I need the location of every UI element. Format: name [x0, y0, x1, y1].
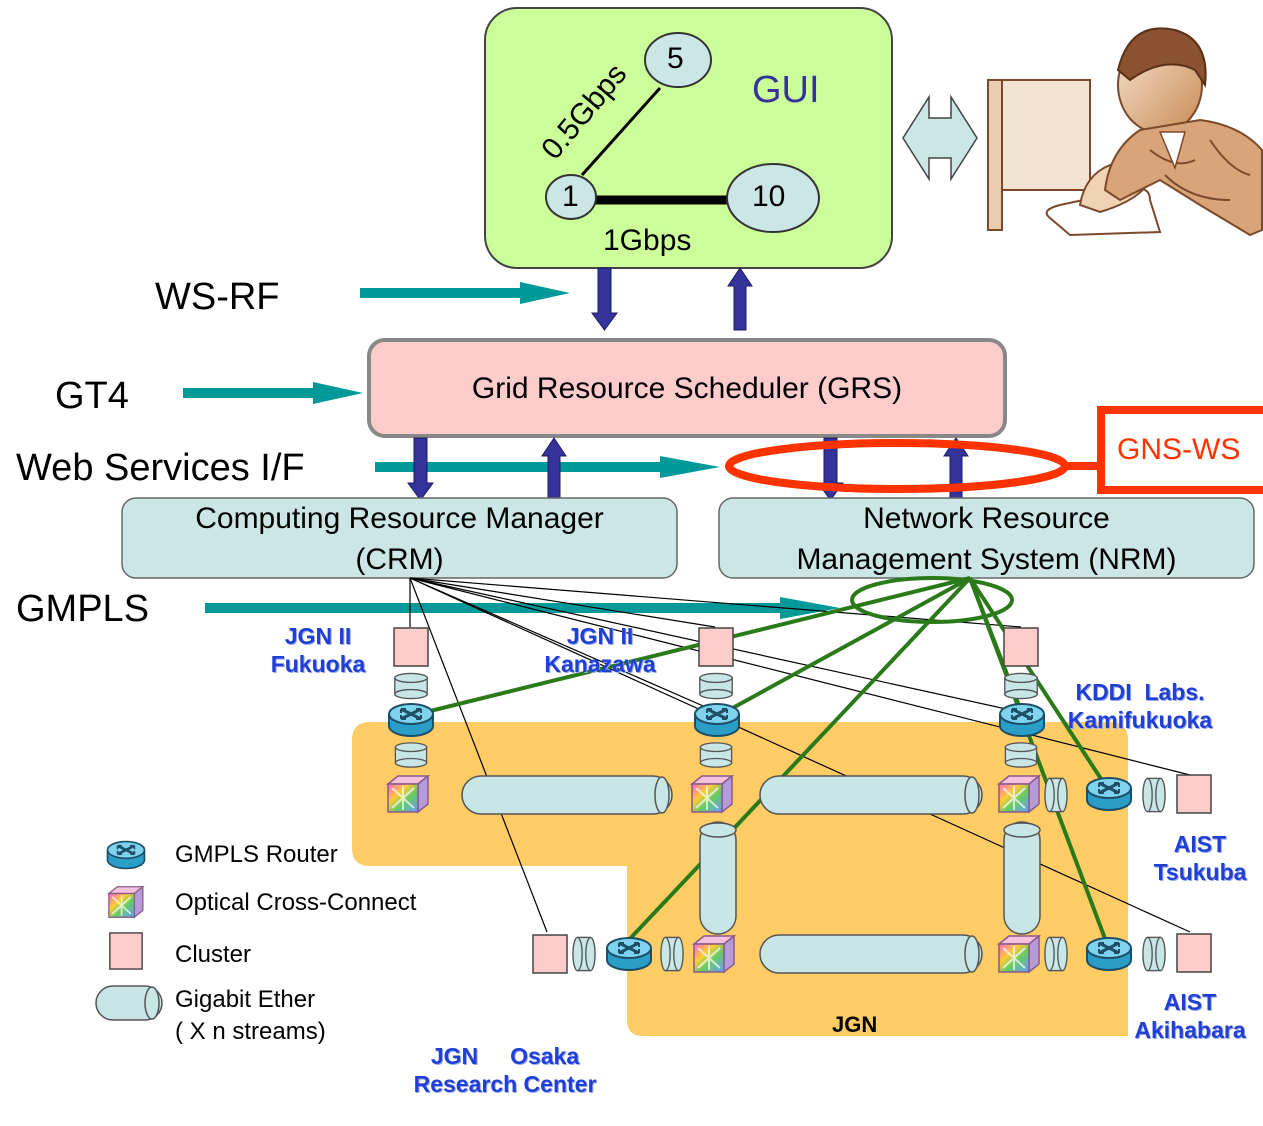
- link-label-1gbps: 1Gbps: [603, 224, 692, 257]
- legend-cluster-label: Cluster: [175, 941, 252, 968]
- nrm-label-line2: Management System (NRM): [796, 543, 1177, 576]
- cluster-kddi: [1003, 627, 1039, 667]
- ether-kddi-top: [1004, 672, 1038, 700]
- vertical-links: [699, 821, 1041, 935]
- legend-icons: [95, 840, 163, 1021]
- oxc-akihabara: [998, 935, 1040, 973]
- gui-node-10: [726, 163, 820, 233]
- crm-label-line2: (CRM): [355, 543, 444, 576]
- gui-node-1-label: 1: [562, 180, 579, 213]
- ether-kddi-bottom: [1004, 742, 1038, 768]
- network-diagram: [95, 7, 1263, 1036]
- crm-box: [121, 497, 678, 579]
- gui-node-5-label: 5: [667, 42, 684, 75]
- gui-node-10-label: 10: [752, 180, 786, 213]
- cluster-fukuoka: [393, 627, 429, 667]
- router-akihabara: [1085, 936, 1133, 972]
- oxc-kanazawa: [691, 775, 733, 813]
- ether-kanazawa-top: [699, 672, 733, 700]
- gui-node-5: [644, 32, 712, 88]
- router-kddi: [998, 702, 1046, 738]
- jgn-label: JGN: [832, 1012, 878, 1037]
- oxc-fukuoka: [387, 775, 429, 813]
- cluster-osaka: [532, 934, 568, 974]
- gns-ellipse: [725, 439, 1069, 493]
- legend-router-label: GMPLS Router: [175, 841, 338, 868]
- grs-label: Grid Resource Scheduler (GRS): [471, 372, 903, 405]
- router-kanazawa: [693, 702, 741, 738]
- legend-ether-label-2: ( X n streams): [175, 1018, 326, 1045]
- gui-label: GUI: [752, 69, 820, 111]
- legend-ether-label-1: Gigabit Ether: [175, 986, 316, 1013]
- ether-kanazawa-bottom: [699, 742, 733, 768]
- legend-ether-icon: [95, 985, 163, 1021]
- protocol-wsrf: WS-RF: [155, 276, 280, 318]
- gui-user-double-arrow: [902, 94, 978, 182]
- gui-node-1: [545, 174, 597, 220]
- legend-oxc-label: Optical Cross-Connect: [175, 889, 417, 916]
- grs-box: [367, 338, 1007, 438]
- user-illustration: [987, 27, 1263, 237]
- legend-router-icon: [106, 840, 146, 870]
- protocol-web-services: Web Services I/F: [16, 447, 305, 489]
- row1-links: [461, 774, 1212, 815]
- router-tsukuba: [1085, 776, 1133, 812]
- cluster-kanazawa: [698, 627, 734, 667]
- link-0-5gbps: [580, 86, 662, 177]
- legend-cluster-icon: [109, 932, 143, 970]
- router-osaka: [605, 936, 653, 972]
- oxc-kddi: [998, 775, 1040, 813]
- router-fukuoka: [387, 702, 435, 738]
- cluster-tsukuba: [1176, 774, 1212, 814]
- protocol-gt4: GT4: [55, 375, 129, 417]
- gns-ws-box: [1097, 406, 1263, 494]
- nrm-box: [718, 497, 1255, 579]
- ether-fukuoka-top: [394, 672, 428, 700]
- protocol-gmpls: GMPLS: [16, 588, 150, 630]
- nrm-label-line1: Network Resource: [863, 502, 1110, 535]
- row2-devices: [532, 933, 1212, 974]
- crm-label-line1: Computing Resource Manager: [195, 502, 604, 535]
- nrm-green-ellipse: [850, 576, 1014, 624]
- site-kddi: KDDI Labs.Kamifukuoka: [1067, 679, 1213, 733]
- ether-fukuoka-bottom: [394, 742, 428, 768]
- legend-oxc-icon: [107, 885, 144, 919]
- cluster-akihabara: [1176, 933, 1212, 973]
- gns-ws-label: GNS-WS: [1117, 433, 1241, 466]
- oxc-osaka: [693, 935, 735, 973]
- gui-grs-arrows: [591, 267, 753, 331]
